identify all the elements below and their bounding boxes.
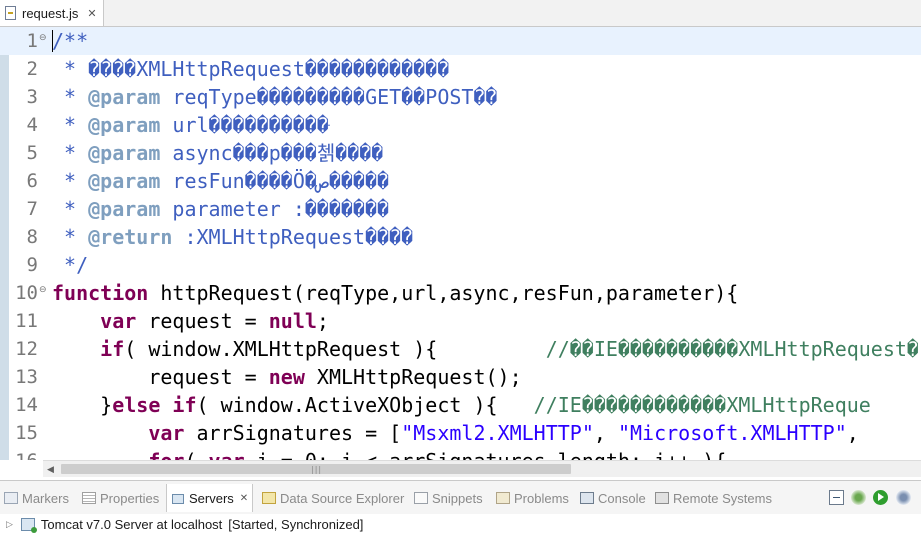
code-text: function httpRequest(reqType,url,async,r…	[52, 281, 739, 305]
server-icon	[20, 517, 37, 533]
code-line[interactable]: 2 * ����XMLHttpRequest������������	[0, 55, 921, 83]
servers-icon	[171, 492, 185, 504]
code-text: var arrSignatures = ["Msxml2.XMLHTTP", "…	[148, 421, 859, 445]
remote-systems-tab[interactable]: Remote Systems	[655, 486, 772, 510]
fold-toggle-icon[interactable]: ⊖	[39, 33, 47, 43]
line-number: 11	[15, 310, 38, 332]
scrollbar-grip-icon: |||	[311, 465, 323, 474]
editor-tab-request-js[interactable]: request.js ✕	[0, 0, 104, 26]
server-status: [Started, Synchronized]	[228, 516, 364, 532]
code-text: * @param url����������ּ	[52, 113, 329, 137]
code-editor[interactable]: 1⊖/**2 * ����XMLHttpRequest������������3…	[0, 27, 921, 460]
snippets-icon	[414, 492, 428, 504]
view-tab-label: Data Source Explorer	[280, 490, 405, 506]
code-text: * @return :XMLHttpRequest����	[52, 225, 414, 249]
markers-icon	[4, 492, 18, 504]
properties-icon	[82, 492, 96, 504]
scroll-left-arrow-icon[interactable]: ◀	[47, 465, 54, 475]
problems-tab[interactable]: Problems	[496, 486, 569, 510]
code-line[interactable]: 9 */	[0, 251, 921, 279]
data-source-explorer-icon	[262, 492, 276, 504]
debug-server-icon[interactable]	[851, 490, 866, 505]
view-tab-label: Markers	[22, 490, 69, 506]
collapse-all-icon[interactable]	[829, 490, 844, 505]
line-number: 15	[15, 422, 38, 444]
view-tab-label: Properties	[100, 490, 160, 506]
line-number: 5	[26, 142, 38, 164]
code-line[interactable]: 11 var request = null;	[0, 307, 921, 335]
line-number: 16	[9, 447, 38, 460]
server-row-tomcat[interactable]: ▷ Tomcat v7.0 Server at localhost [Start…	[6, 514, 363, 534]
line-number: 13	[15, 366, 38, 388]
javascript-file-icon	[5, 6, 16, 20]
code-text: /**	[52, 29, 89, 53]
editor-tab-title: request.js	[22, 5, 79, 21]
text-caret	[52, 30, 53, 52]
code-line[interactable]: 10⊖ function httpRequest(reqType,url,asyn…	[0, 279, 921, 307]
scrollbar-thumb[interactable]: |||	[61, 464, 571, 474]
code-text: }else if( window.ActiveXObject ){ //IE��…	[52, 393, 871, 417]
fold-toggle-icon[interactable]: ⊖	[39, 285, 47, 295]
data-source-explorer-tab[interactable]: Data Source Explorer	[262, 486, 404, 510]
code-line[interactable]: 16 for( var i = 0; i < arrSignatures.len…	[0, 447, 921, 460]
server-name: Tomcat v7.0 Server at localhost	[40, 516, 223, 532]
code-line[interactable]: 1⊖ /**	[0, 27, 921, 55]
code-line[interactable]: 15 var arrSignatures = ["Msxml2.XMLHTTP"…	[0, 419, 921, 447]
code-line[interactable]: 7 * @param parameter :�������	[0, 195, 921, 223]
code-text: * @param async���p���첽����	[52, 141, 384, 165]
code-text: * @param reqType���������GET��POST��	[52, 85, 498, 109]
code-text: * @param resFun����Ö�ص�����	[52, 169, 390, 193]
horizontal-scrollbar[interactable]: ◀ |||	[43, 460, 921, 477]
line-number: 8	[26, 226, 38, 248]
code-text: for( var i = 0; i < arrSignatures.length…	[52, 447, 726, 460]
remote-systems-icon	[655, 492, 669, 504]
console-tab[interactable]: Console	[580, 486, 646, 510]
code-line[interactable]: 3 * @param reqType���������GET��POST��	[0, 83, 921, 111]
view-tab-label: Snippets	[432, 490, 483, 506]
code-text: var request = null;	[100, 309, 329, 333]
editor-tab-strip: request.js ✕	[0, 0, 921, 27]
code-line[interactable]: 5 * @param async���p���첽����	[0, 139, 921, 167]
views-toolbar: Markers Properties Servers ✕ Data Source Exp…	[0, 480, 921, 515]
expand-arrow-icon[interactable]: ▷	[6, 518, 13, 529]
code-text: */	[52, 253, 89, 277]
line-number: 2	[26, 58, 38, 80]
properties-tab[interactable]: Properties	[82, 486, 159, 510]
line-number: 14	[15, 394, 38, 416]
code-line[interactable]: 12 if( window.XMLHttpRequest ){ //��IE��…	[0, 335, 921, 363]
code-line[interactable]: 6 * @param resFun����Ö�ص�����	[0, 167, 921, 195]
code-text: * ����XMLHttpRequest������������	[52, 57, 450, 81]
line-number: 4	[26, 114, 38, 136]
view-tab-label: Remote Systems	[673, 490, 772, 506]
servers-tab[interactable]: Servers ✕	[166, 484, 254, 512]
code-line[interactable]: 13 request = new XMLHttpRequest();	[0, 363, 921, 391]
close-icon[interactable]: ✕	[239, 492, 249, 504]
start-server-icon[interactable]	[873, 490, 888, 505]
line-number: 1	[26, 30, 38, 52]
problems-icon	[496, 492, 510, 504]
code-line[interactable]: 14 }else if( window.ActiveXObject ){ //I…	[0, 391, 921, 419]
code-line[interactable]: 8 * @return :XMLHttpRequest����	[0, 223, 921, 251]
line-number: 12	[15, 338, 38, 360]
markers-tab[interactable]: Markers	[4, 486, 69, 510]
view-tab-label: Console	[598, 490, 646, 506]
snippets-tab[interactable]: Snippets	[414, 486, 483, 510]
code-text: request = new XMLHttpRequest();	[52, 365, 522, 389]
console-icon	[580, 492, 594, 504]
code-text: if( window.XMLHttpRequest ){ //��IE�����…	[100, 337, 919, 361]
line-number: 6	[26, 170, 38, 192]
line-number: 7	[26, 198, 38, 220]
close-icon[interactable]: ✕	[87, 6, 97, 20]
code-line[interactable]: 4 * @param url����������ּ	[0, 111, 921, 139]
line-number: 9	[26, 254, 38, 276]
profile-server-icon[interactable]	[896, 490, 911, 505]
code-text: * @param parameter :�������	[52, 197, 390, 221]
editor-margin	[0, 27, 9, 460]
line-number: 3	[26, 86, 38, 108]
view-tab-label: Servers	[189, 490, 234, 506]
line-number: 10	[15, 282, 38, 304]
servers-list: ▷ Tomcat v7.0 Server at localhost [Start…	[0, 514, 921, 534]
view-tab-label: Problems	[514, 490, 569, 506]
